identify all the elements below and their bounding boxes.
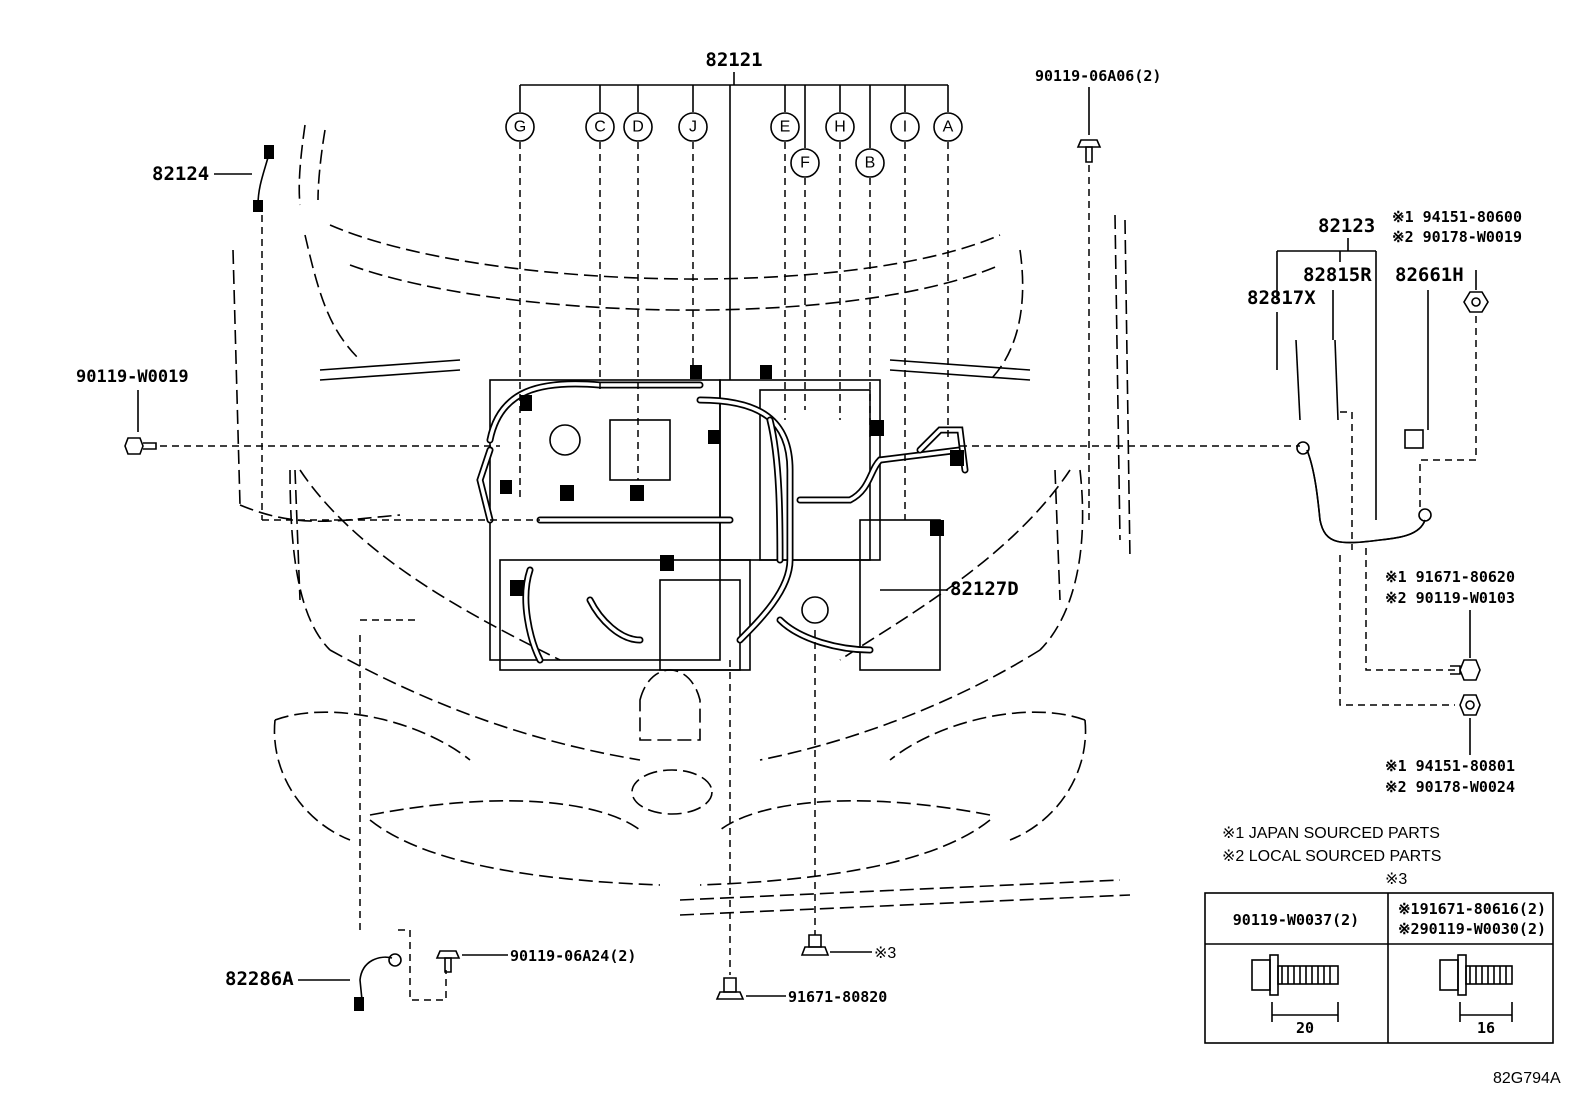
connector-letter: J: [689, 119, 697, 136]
label-82123: 82123: [1318, 215, 1375, 237]
connector-circle: [890, 112, 920, 142]
nut-icon: [1459, 694, 1481, 716]
part-right-bolt-group: ※1 91671-80620 ※2 90119-W0103 ※1 94151-8…: [1385, 568, 1515, 796]
bolt-icon: [715, 977, 745, 1000]
part-note3-bolt: ※3: [800, 630, 896, 962]
label-note3-ref: ※3: [874, 945, 896, 962]
part-82121-callout: 82121: [519, 49, 949, 520]
bolt-icon: [800, 934, 830, 956]
connector-a-callout: A: [933, 112, 963, 142]
label-94151-80801: ※1 94151-80801: [1385, 757, 1515, 775]
connector-circle: [825, 112, 855, 142]
connector-letter: C: [594, 119, 606, 136]
part-90119-06A06: 90119-06A06(2): [1035, 67, 1161, 520]
table-dim-col1: 20: [1296, 1019, 1314, 1037]
vehicle-outline: [232, 124, 1131, 916]
connector-g-callout: G: [505, 112, 535, 142]
connector-circle: [505, 112, 535, 142]
flange-bolt-icon: [1439, 954, 1513, 996]
label-82286A: 82286A: [225, 968, 294, 990]
part-91671-80820: 91671-80820: [715, 660, 887, 1006]
label-94151-80600: ※1 94151-80600: [1392, 208, 1522, 226]
connector-letter: G: [514, 119, 526, 136]
connector-circle: [933, 112, 963, 142]
part-82123-group: 82123 ※1 94151-80600 ※2 90178-W0019 8281…: [1247, 208, 1522, 706]
part-82124: 82124: [152, 145, 540, 521]
label-90119-06A06: 90119-06A06(2): [1035, 67, 1161, 85]
connector-circle: [585, 112, 615, 142]
connector-h-callout: H: [825, 112, 855, 142]
part-90119-W0019: 90119-W0019: [76, 367, 1300, 455]
connector-letter: I: [903, 119, 907, 136]
table-dim-col2: 16: [1477, 1019, 1495, 1037]
connector-i-callout: I: [890, 112, 920, 142]
label-91671-80820: 91671-80820: [788, 988, 887, 1006]
connector-letter: F: [800, 155, 810, 172]
label-82661H: 82661H: [1395, 264, 1464, 286]
connector-letter: A: [943, 119, 954, 136]
label-90178-W0024: ※2 90178-W0024: [1385, 778, 1515, 796]
part-number-82121: 82121: [705, 49, 762, 71]
label-90119-W0103: ※2 90119-W0103: [1385, 589, 1515, 607]
table-header-col2-line1: ※191671-80616(2): [1398, 900, 1546, 918]
connector-c-callout: C: [585, 112, 615, 142]
label-90178-W0019: ※2 90178-W0019: [1392, 228, 1522, 246]
connector-callouts: G C D J E F H B I A: [505, 112, 963, 178]
nut-icon: [1463, 291, 1489, 313]
bolt-icon: [435, 950, 461, 973]
note-local-sourced: ※2 LOCAL SOURCED PARTS: [1222, 848, 1441, 865]
table-header-col2-line2: ※290119-W0030(2): [1398, 920, 1546, 938]
note-japan-sourced: ※1 JAPAN SOURCED PARTS: [1222, 825, 1440, 842]
connector-d-callout: D: [623, 112, 653, 142]
label-82127D: 82127D: [950, 578, 1019, 600]
connector-e-callout: E: [770, 112, 800, 142]
connector-circle: [770, 112, 800, 142]
connector-letter: E: [780, 119, 791, 136]
label-91671-80620: ※1 91671-80620: [1385, 568, 1515, 586]
bolt-icon: [1450, 659, 1481, 681]
connector-circle: [678, 112, 708, 142]
connector-f-callout: F: [790, 148, 820, 178]
connector-b-callout: B: [855, 148, 885, 178]
connector-letter: H: [834, 119, 846, 136]
label-82124: 82124: [152, 163, 209, 185]
source-notes: ※1 JAPAN SOURCED PARTS ※2 LOCAL SOURCED …: [1222, 825, 1441, 888]
engine-wire-harness: [476, 365, 969, 671]
flange-bolt-icon: [1251, 954, 1339, 996]
connector-letter: D: [632, 119, 644, 136]
connector-circle: [855, 148, 885, 178]
label-82817X: 82817X: [1247, 287, 1316, 309]
connector-j-callout: J: [678, 112, 708, 142]
part-90119-06A24: 90119-06A24(2): [435, 947, 636, 973]
label-82815R: 82815R: [1303, 264, 1372, 286]
part-82286A: 82286A: [225, 619, 447, 1011]
label-90119-W0019: 90119-W0019: [76, 367, 189, 387]
note-3-header: ※3: [1385, 871, 1407, 888]
table-header-col1: 90119-W0037(2): [1233, 911, 1359, 929]
diagram-id: 82G794A: [1493, 1070, 1561, 1087]
bolt-icon: [1076, 139, 1102, 163]
bolt-spec-table: 90119-W0037(2) ※191671-80616(2) ※290119-…: [1204, 892, 1554, 1044]
bolt-icon: [124, 437, 157, 455]
connector-circle: [623, 112, 653, 142]
part-82127D: 82127D: [880, 578, 1019, 600]
connector-letter: B: [865, 155, 876, 172]
connector-circle: [790, 148, 820, 178]
label-90119-06A24: 90119-06A24(2): [510, 947, 636, 965]
